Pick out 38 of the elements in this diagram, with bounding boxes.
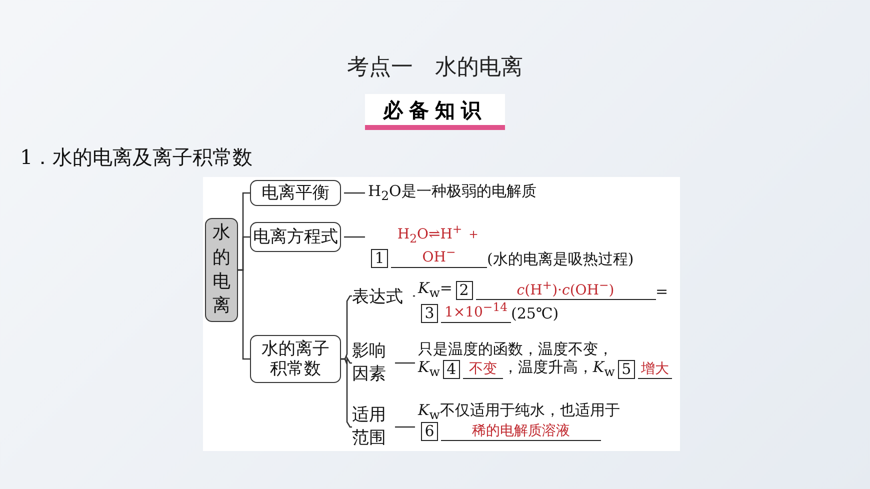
subtopic-label: 适用范围 (352, 404, 392, 450)
section-badge: 必备知识 (365, 94, 505, 130)
blank-number: 3 (421, 304, 438, 323)
brace-connector (341, 358, 352, 428)
connector-line (413, 295, 415, 297)
subtopic-label: 表达式 (352, 286, 410, 309)
blank-number: 4 (442, 360, 460, 379)
content-text: (25℃) (511, 304, 559, 323)
topic-box: 电离平衡 (250, 180, 341, 206)
content-text: = (656, 282, 668, 300)
answer-text: H$_{2}$O⇌H$^{+}$ ＋OH$^{−}$ (391, 222, 487, 268)
title: 考点一 水的电离 (346, 54, 524, 82)
content-text: (水的电离是吸热过程) (487, 250, 634, 268)
content-text: K$_{w}$不仅适用于纯水，也适用于 (418, 401, 620, 419)
answer-text: c(H$^{+}$)·c(OH$^{−}$) (476, 278, 656, 300)
root-topic-box: 水的电离 (205, 218, 238, 322)
content-text: K$_{w}$= (418, 279, 452, 298)
subtopic-label: 影响因素 (352, 340, 392, 386)
blank-number: 1 (371, 248, 388, 268)
answer-text: 稀的电解质溶液 (441, 423, 601, 441)
section-heading: 1．水的电离及离子积常数 (20, 144, 254, 171)
connector-line (344, 236, 365, 238)
blank-number: 2 (456, 281, 472, 300)
content-text: H$_{2}$O是一种极弱的电解质 (368, 182, 536, 200)
content-text: 只是温度的函数，温度不变， (418, 340, 613, 358)
connector-line (395, 362, 415, 364)
answer-text: 不变 (462, 361, 503, 379)
connector-line (344, 192, 365, 194)
connector-line (238, 269, 250, 360)
blank-number: 5 (618, 360, 635, 379)
topic-box: 电离方程式 (250, 222, 341, 252)
content-text: ，温度升高，K$_{w}$ (502, 358, 615, 376)
answer-text: 1×10$^{−14}$ (441, 300, 511, 323)
topic-box: 水的离子积常数 (250, 335, 341, 383)
content-text: K$_{w}$ (418, 358, 440, 376)
answer-text: 增大 (638, 361, 672, 379)
connector-line (395, 426, 415, 428)
blank-number: 6 (421, 422, 438, 441)
